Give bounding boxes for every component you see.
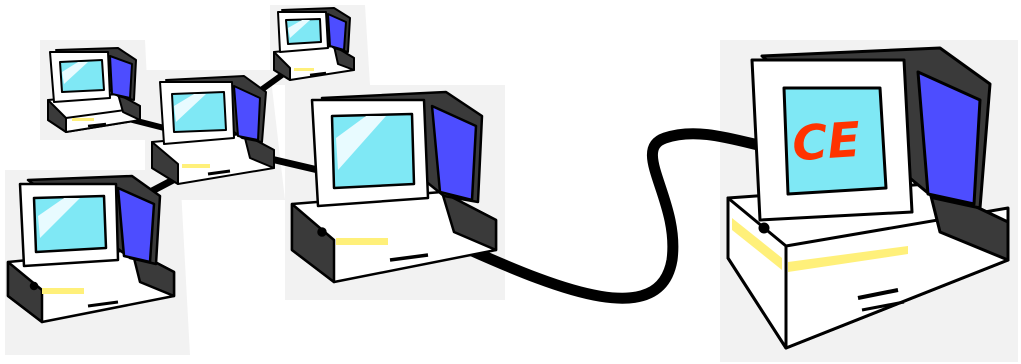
workstation-top-center	[292, 92, 496, 282]
computer-icon	[274, 8, 354, 80]
computer-icon	[48, 48, 140, 132]
workstation-hub	[152, 76, 274, 184]
computer-icon	[152, 76, 274, 184]
computer-icon	[8, 176, 174, 322]
server-screen-label: CE	[790, 112, 862, 173]
workstation-top-right	[274, 8, 354, 80]
workstation-bottom-left	[8, 176, 174, 322]
workstation-top-left	[48, 48, 140, 132]
computer-icon	[292, 92, 496, 282]
